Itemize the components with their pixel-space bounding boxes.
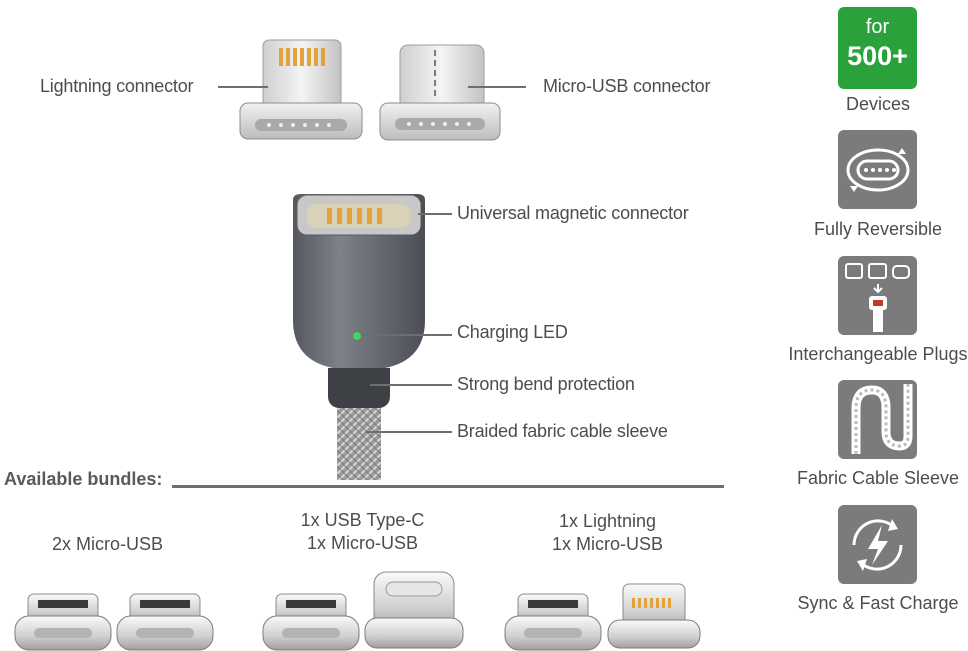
charging-led-label: Charging LED bbox=[457, 322, 568, 342]
micro-usb-connector-label: Micro-USB connector bbox=[543, 76, 711, 96]
universal-connector-label: Universal magnetic connector bbox=[457, 203, 689, 223]
micro-usb-plug-image bbox=[379, 44, 501, 141]
bundle-title-1: 2x Micro-USB bbox=[20, 533, 195, 556]
devices-caption: Devices bbox=[845, 94, 911, 114]
lightning-connector-label: Lightning connector bbox=[40, 76, 194, 96]
bend-leader-line bbox=[370, 384, 452, 386]
bend-protection-label: Strong bend protection bbox=[457, 374, 635, 394]
fast-charge-caption: Sync & Fast Charge bbox=[797, 593, 959, 613]
fast-charge-icon bbox=[838, 505, 917, 584]
bundles-divider bbox=[172, 485, 724, 488]
reversible-caption: Fully Reversible bbox=[813, 219, 943, 239]
lightning-leader-line bbox=[218, 86, 268, 88]
bundle-2-line1: 1x USB Type-C bbox=[300, 510, 425, 530]
bundles-heading: Available bundles: bbox=[4, 469, 163, 489]
magnetic-connector-image bbox=[293, 194, 425, 480]
fabric-icon bbox=[838, 380, 917, 459]
micro-usb-leader-line bbox=[468, 86, 526, 88]
plugs-icon bbox=[838, 256, 917, 335]
bundle-1-line1: 2x Micro-USB bbox=[51, 534, 163, 554]
bundle-title-2: 1x USB Type-C 1x Micro-USB bbox=[275, 509, 450, 555]
bundle-3-line1: 1x Lightning bbox=[558, 511, 657, 531]
bundle-2-line2: 1x Micro-USB bbox=[306, 533, 418, 553]
badge-count-text: 500+ bbox=[847, 41, 908, 71]
braided-sleeve-label: Braided fabric cable sleeve bbox=[457, 421, 668, 441]
bundle-3-line2: 1x Micro-USB bbox=[551, 534, 663, 554]
bundle-plugs-image bbox=[14, 571, 701, 651]
braided-leader-line bbox=[366, 431, 452, 433]
reversible-icon bbox=[838, 130, 917, 209]
devices-badge: for 500+ bbox=[838, 7, 917, 89]
bundle-title-3: 1x Lightning 1x Micro-USB bbox=[520, 510, 695, 556]
led-leader-line bbox=[362, 334, 452, 336]
lightning-plug-image bbox=[239, 39, 363, 140]
badge-for-text: for bbox=[865, 16, 890, 38]
fabric-caption: Fabric Cable Sleeve bbox=[796, 468, 960, 488]
universal-leader-line bbox=[418, 213, 452, 215]
plugs-caption: Interchangeable Plugs bbox=[788, 344, 968, 364]
